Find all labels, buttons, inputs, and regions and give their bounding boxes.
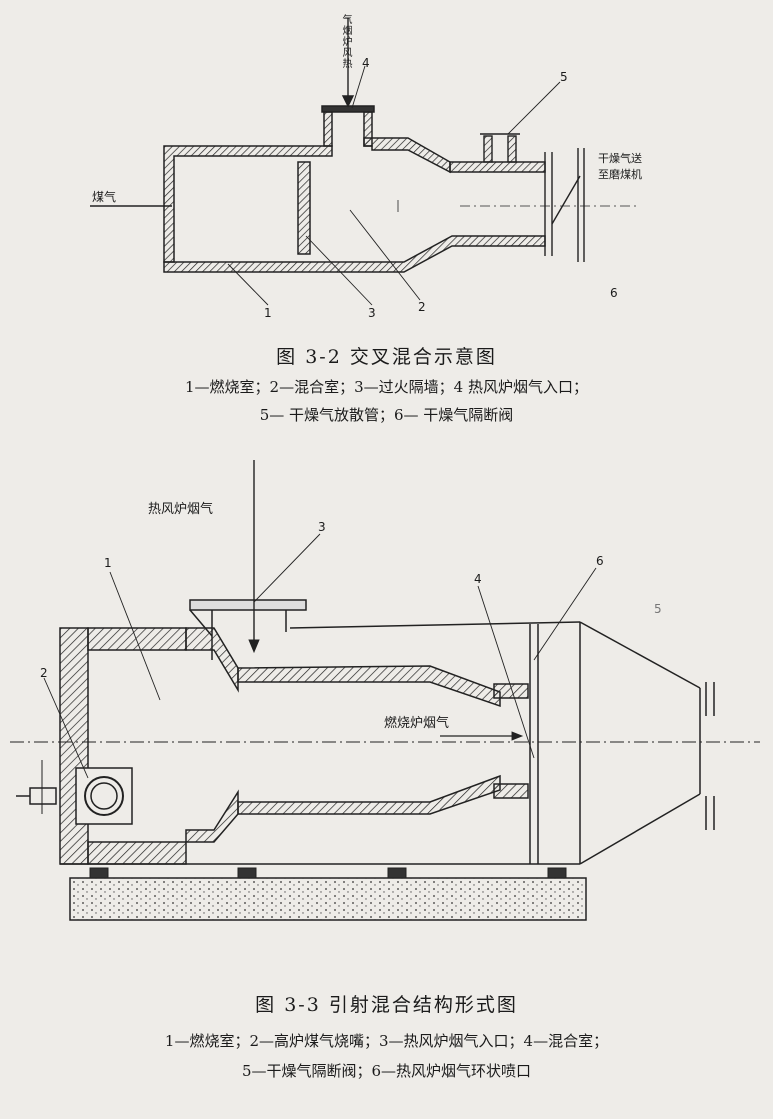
marker-1: 1 (104, 556, 112, 570)
figure-3-3-legend-line1: 1—燃烧室；2—高炉煤气烧嘴；3—热风炉烟气入口；4—混合室； (164, 1032, 609, 1050)
marker-4: 4 (362, 56, 370, 70)
marker-3: 3 (318, 520, 326, 534)
outlet-label-2: 至磨煤机 (598, 168, 642, 181)
combustion-flue-gas-label: 燃烧炉烟气 (384, 716, 450, 731)
refractory-walls (59, 627, 529, 865)
figure-3-3: 热风炉烟气 燃烧炉烟气 1 2 3 4 5 6 图 3-3 引射混合结构形式图 … (0, 460, 773, 1119)
figure-3-2: 气烟炉风热 煤气 干燥气送 至磨煤机 1 2 3 4 5 6 图 3-2 交叉混… (0, 0, 773, 440)
concrete-base (69, 877, 587, 921)
marker-1: 1 (264, 306, 272, 320)
cross-mixing-schematic (90, 18, 640, 306)
gas-burner-2 (16, 760, 133, 825)
marker-6: 6 (610, 286, 618, 300)
gas-label: 煤气 (92, 190, 117, 204)
marker-5: 5 (560, 70, 568, 84)
marker-4: 4 (474, 572, 482, 586)
vent-pipe-wall-right (507, 135, 517, 163)
figure-3-3-legend-line2: 5—干燥气隔断阀；6—热风炉烟气环状喷口 (241, 1062, 532, 1080)
marker-2: 2 (40, 666, 48, 680)
vessel-outline (163, 105, 546, 273)
marker-2: 2 (418, 300, 426, 314)
support-feet (89, 867, 567, 879)
marker-5: 5 (654, 602, 662, 616)
outer-casing (60, 621, 715, 865)
marker-3: 3 (368, 306, 376, 320)
vent-pipe-wall-left (483, 135, 493, 163)
figure-3-2-legend-line1: 1—燃烧室；2—混合室；3—过火隔墙；4 热风炉烟气入口； (185, 378, 588, 396)
ejector-mixing-schematic (10, 460, 760, 921)
figure-3-2-legend-line2: 5— 干燥气放散管；6— 干燥气隔断阀 (259, 406, 514, 424)
outlet-label-1: 干燥气送 (598, 152, 642, 165)
figure-3-3-title: 图 3-3 引射混合结构形式图 (255, 994, 518, 1016)
hot-blast-flue-gas-label: 气烟炉风热 (340, 14, 351, 69)
hot-blast-inlet-flange (189, 599, 307, 660)
figure-3-2-title: 图 3-2 交叉混合示意图 (276, 346, 497, 368)
hot-blast-flue-gas-label: 热风炉烟气 (148, 502, 214, 517)
marker-6: 6 (596, 554, 604, 568)
